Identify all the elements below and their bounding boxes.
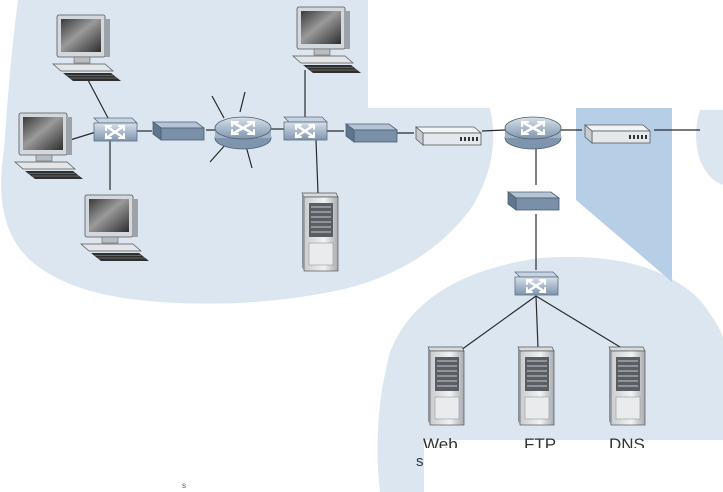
small-label-fragment: s [182, 481, 186, 490]
router-icon-center[interactable] [213, 115, 273, 151]
ftp-server-label: FTP [524, 436, 557, 448]
dns-server-icon[interactable] [608, 346, 646, 426]
firewall-device-icon[interactable] [584, 124, 651, 144]
switch-icon-center[interactable] [282, 115, 329, 142]
right-edge-cloud [696, 110, 723, 185]
servers-label-fragment: s [416, 453, 424, 470]
firewall-panel [576, 108, 672, 282]
access-device-icon[interactable] [415, 126, 482, 146]
modem-icon-center[interactable] [345, 123, 398, 143]
server-tower-icon-lan[interactable] [301, 192, 339, 272]
modem-icon-server-farm[interactable] [507, 191, 560, 211]
dns-server-label: DNS [609, 436, 645, 448]
ftp-server-icon[interactable] [517, 346, 555, 426]
router-icon-edge[interactable] [503, 115, 563, 151]
web-server-icon[interactable] [427, 346, 465, 426]
modem-icon-left[interactable] [152, 121, 205, 141]
switch-icon-left[interactable] [92, 116, 139, 143]
web-server-label: Web [423, 436, 458, 448]
switch-icon-server-farm[interactable] [513, 270, 560, 297]
network-links [69, 70, 700, 351]
